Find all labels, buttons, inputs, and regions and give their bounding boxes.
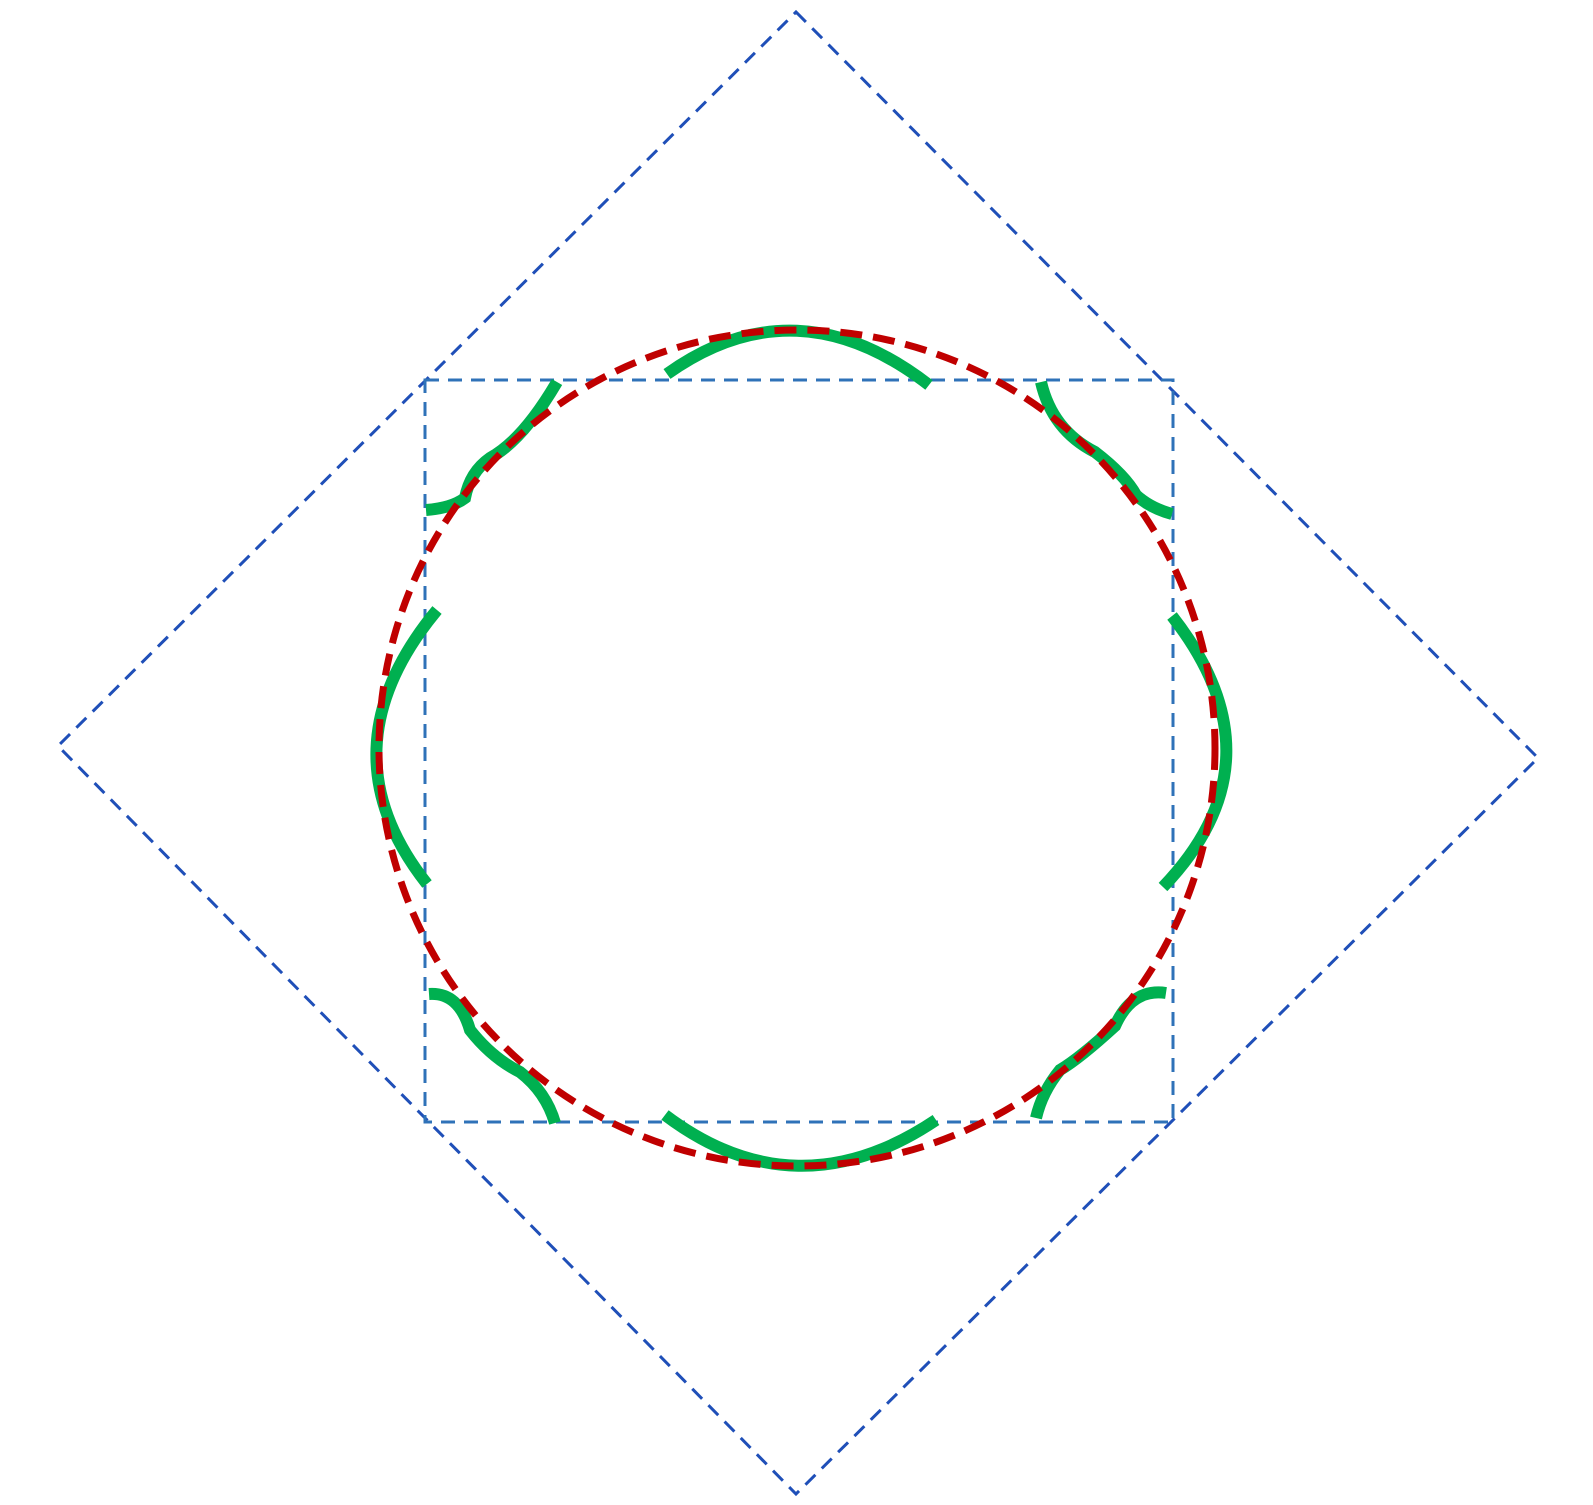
arc-top bbox=[663, 324, 933, 390]
arc-right bbox=[1158, 612, 1233, 892]
dashed-circle bbox=[375, 326, 1219, 1170]
arc-bottom bbox=[661, 1110, 940, 1172]
arc-top-left bbox=[425, 378, 563, 516]
arc-left bbox=[370, 606, 442, 888]
arc-bottom-left bbox=[428, 987, 561, 1125]
inner-square-outline bbox=[423, 378, 1175, 1124]
arc-top-right bbox=[1035, 380, 1174, 520]
arc-group bbox=[370, 324, 1233, 1172]
arc-bottom-right bbox=[1030, 986, 1167, 1120]
rotated-square-outline bbox=[55, 9, 1541, 1497]
